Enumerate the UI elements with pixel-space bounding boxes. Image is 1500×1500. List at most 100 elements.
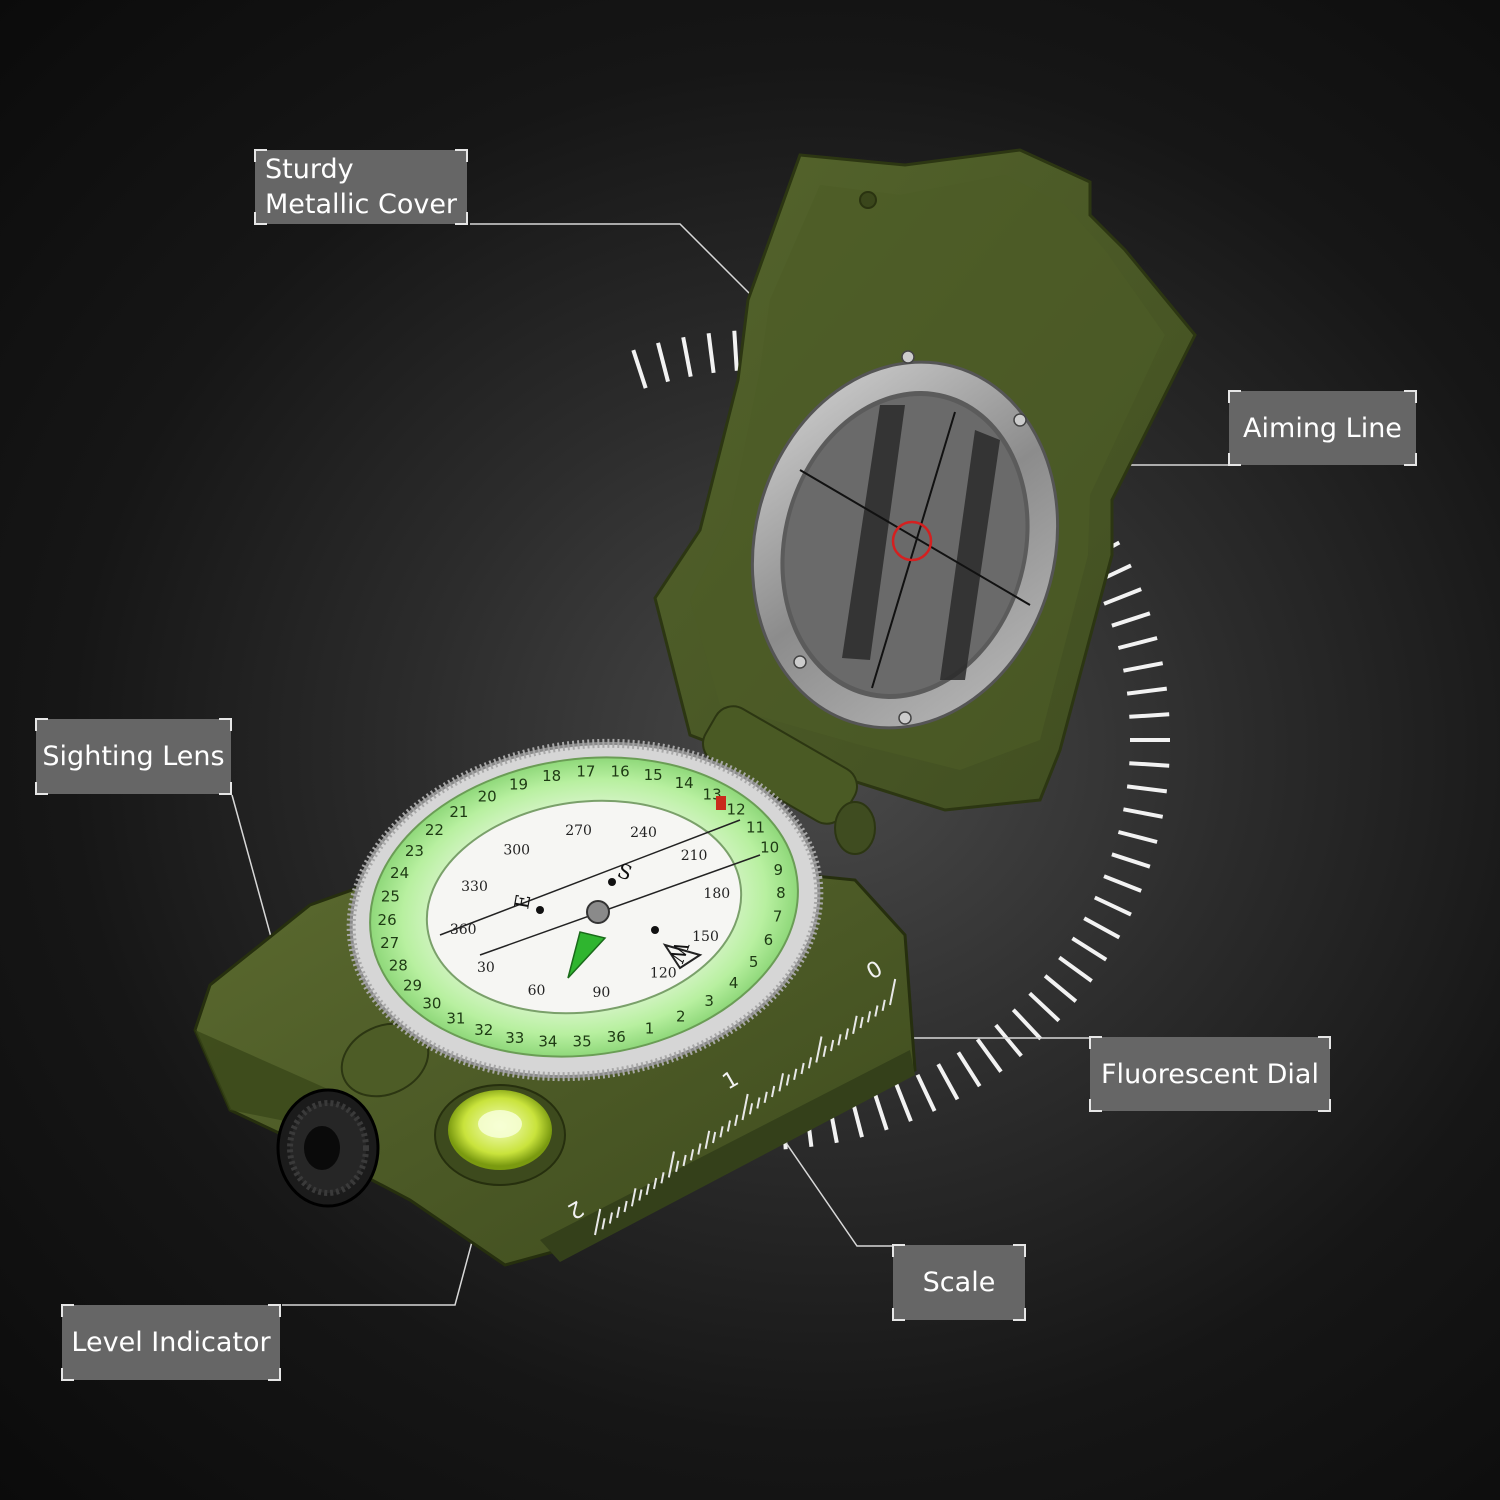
ruler-tick bbox=[844, 1028, 849, 1040]
ruler-tick bbox=[594, 1208, 602, 1236]
ruler-tick bbox=[704, 1130, 711, 1149]
arc-tick bbox=[1071, 936, 1108, 962]
arc-tick bbox=[975, 1038, 1003, 1073]
dial-degree-number: 210 bbox=[681, 848, 708, 864]
dial-ring-number: 8 bbox=[776, 884, 786, 902]
arc-tick bbox=[1028, 991, 1061, 1023]
ruler-tick bbox=[734, 1114, 739, 1126]
dial-ring-number: 19 bbox=[509, 775, 528, 793]
dial-ring-number: 32 bbox=[474, 1021, 493, 1039]
sighting-lens bbox=[276, 1022, 430, 1208]
dial-ring-number: 34 bbox=[538, 1033, 557, 1051]
ruler-tick bbox=[763, 1091, 768, 1103]
arc-tick bbox=[872, 1091, 889, 1131]
dial-ring-number: 11 bbox=[746, 818, 765, 836]
fluorescent-dial: 1234567891011121314151617181920212223242… bbox=[346, 738, 824, 1082]
dial-ring-number: 12 bbox=[727, 801, 746, 819]
ruler-tick bbox=[771, 1085, 776, 1098]
ruler-tick bbox=[638, 1189, 643, 1201]
arc-tick bbox=[894, 1083, 913, 1122]
dial-south-arrow bbox=[662, 943, 703, 970]
ruler-tick bbox=[660, 1172, 665, 1184]
scale-connector bbox=[759, 1104, 893, 1247]
ruler-tick bbox=[852, 1015, 858, 1034]
callout-aiming-line: Aiming Line bbox=[1228, 390, 1417, 466]
dial-ring-number: 9 bbox=[774, 861, 784, 879]
dial-ring-number: 7 bbox=[773, 908, 783, 926]
ruler-tick bbox=[689, 1149, 695, 1161]
ruler-tick bbox=[815, 1036, 823, 1063]
dial-degree-number: 300 bbox=[503, 843, 530, 859]
ruler-tick bbox=[859, 1016, 864, 1029]
ruler-tick bbox=[653, 1177, 658, 1190]
arc-tick bbox=[656, 342, 670, 383]
arc-tick bbox=[732, 330, 739, 371]
dial-ring-number: 5 bbox=[749, 953, 759, 971]
dial-degree-number: 60 bbox=[528, 983, 546, 999]
ruler-tick bbox=[800, 1062, 805, 1075]
dial-ring-number: 20 bbox=[478, 788, 497, 806]
ruler-tick bbox=[822, 1045, 827, 1057]
arc-tick bbox=[1058, 955, 1093, 983]
ruler-tick bbox=[667, 1151, 675, 1178]
ruler-tick bbox=[726, 1120, 731, 1132]
arc-tick bbox=[1123, 661, 1164, 673]
ruler-tick bbox=[697, 1143, 702, 1155]
dial-ring-number: 31 bbox=[446, 1010, 465, 1028]
callout-fluorescent-dial-text: Fluorescent Dial bbox=[1101, 1058, 1319, 1090]
dial-ring-number: 21 bbox=[449, 803, 468, 821]
arc-tick bbox=[1126, 686, 1168, 696]
callout-level-indicator: Level Indicator bbox=[61, 1304, 281, 1381]
dial-ring-number: 28 bbox=[389, 956, 408, 974]
aiming-wire-horizontal bbox=[799, 469, 1031, 606]
ruler-tick bbox=[881, 999, 886, 1011]
ruler-tick bbox=[682, 1154, 687, 1167]
dial-degree-number: 360 bbox=[450, 922, 477, 938]
dial-ring-number: 30 bbox=[422, 995, 441, 1013]
ruler-scale bbox=[594, 978, 897, 1236]
arc-tick bbox=[1103, 587, 1142, 606]
ruler-tick bbox=[741, 1093, 749, 1121]
dial-ring-number: 17 bbox=[576, 763, 595, 781]
dial-ring-number: 15 bbox=[644, 766, 663, 784]
arc-tick bbox=[1103, 874, 1142, 893]
ruler-tick bbox=[616, 1206, 621, 1218]
dial-degree-number: 270 bbox=[565, 823, 592, 839]
arc-tick bbox=[1093, 895, 1132, 917]
dial-degree-number: 120 bbox=[650, 965, 677, 981]
callout-level-indicator-text: Level Indicator bbox=[71, 1327, 271, 1358]
arc-tick bbox=[994, 1023, 1023, 1058]
arc-tick bbox=[1117, 636, 1158, 650]
callout-aiming-line-text: Aiming Line bbox=[1243, 412, 1402, 444]
dial-degree-number: 180 bbox=[703, 886, 730, 902]
dial-ring-number: 2 bbox=[676, 1008, 686, 1026]
ruler-tick bbox=[778, 1073, 784, 1092]
aiming-wire-vertical bbox=[871, 411, 956, 689]
arc-tick bbox=[1043, 974, 1078, 1003]
arc-tick bbox=[1111, 611, 1151, 628]
arc-tick bbox=[1129, 712, 1170, 719]
arc-tick bbox=[681, 336, 693, 377]
dial-north-arrow bbox=[567, 931, 607, 979]
dial-degree-number: 90 bbox=[592, 985, 610, 1001]
callout-fluorescent-dial: Fluorescent Dial bbox=[1089, 1036, 1331, 1112]
dial-ring-number: 4 bbox=[729, 974, 739, 992]
callout-cover-line1: Sturdy bbox=[265, 154, 354, 185]
dial-ring-number: 1 bbox=[645, 1020, 655, 1038]
ruler-tick bbox=[793, 1068, 798, 1080]
dial-degree-number: 150 bbox=[692, 929, 719, 945]
dial-ring-number: 26 bbox=[378, 911, 397, 929]
callout-scale-text: Scale bbox=[922, 1267, 996, 1298]
dial-ring-number: 27 bbox=[380, 934, 399, 952]
lid-hinge bbox=[702, 705, 876, 855]
dial-ring-number: 6 bbox=[764, 931, 774, 949]
ruler-tick bbox=[712, 1131, 717, 1144]
dial-degree-number: 330 bbox=[461, 879, 488, 895]
dial-ring-number: 33 bbox=[505, 1029, 524, 1047]
dial-ring-number: 25 bbox=[381, 887, 400, 905]
cover-connector bbox=[470, 223, 753, 297]
dial-ring-number: 3 bbox=[704, 992, 714, 1010]
ruler-tick bbox=[630, 1188, 637, 1207]
